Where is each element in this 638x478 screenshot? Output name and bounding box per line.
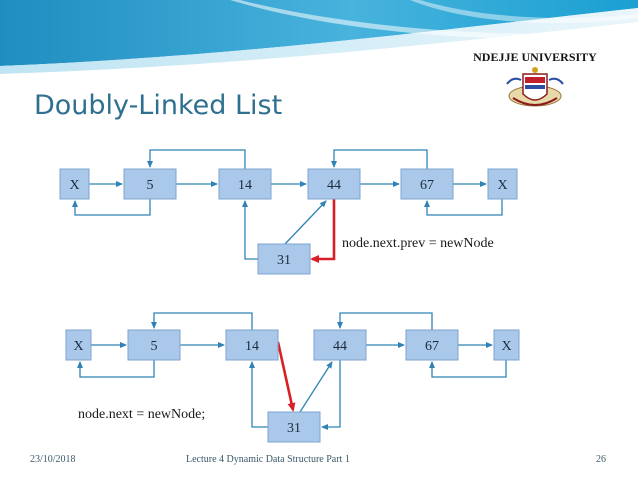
bottom-node-4-box: [313, 329, 367, 361]
bottom-caption: node.next = newNode;: [78, 407, 205, 422]
bottom-link-14-next-new-highlight: [276, 341, 296, 412]
bottom-node-4-label: 44: [333, 339, 347, 354]
top-node-4-box: [307, 168, 361, 200]
footer-page-number: 26: [596, 454, 606, 465]
top-node-5-box: [400, 168, 454, 200]
top-node-6-label: X: [497, 178, 507, 193]
bottom-node-5-label: 67: [425, 339, 439, 354]
bottom-new-node-box: [267, 411, 321, 443]
bottom-new-node: 31: [267, 411, 321, 443]
bottom-link-14-prev-5: [151, 312, 253, 330]
slide-title: Doubly-Linked List: [34, 90, 283, 121]
top-node-3-box: [218, 168, 272, 200]
top-node-6-box: [487, 168, 518, 200]
bottom-new-node-label: 31: [287, 421, 301, 436]
bottom-node-2: 5: [127, 329, 181, 361]
top-link-5-prev-x: [72, 199, 151, 216]
bottom-node-2-label: 5: [151, 339, 158, 354]
top-link-44-prev-new-highlight: [310, 199, 336, 263]
top-node-2-label: 5: [147, 178, 154, 193]
top-new-node-label: 31: [277, 253, 291, 268]
top-node-6: X: [487, 168, 518, 200]
top-node-3-label: 14: [238, 178, 252, 193]
crest-icon: [506, 67, 564, 107]
top-node-2-box: [123, 168, 177, 200]
footer-lecture: Lecture 4 Dynamic Data Structure Part 1: [186, 454, 350, 465]
top-link-new-prev-14: [242, 200, 258, 260]
bottom-link-new-next-44: [299, 361, 333, 413]
top-node-3: 14: [218, 168, 272, 200]
top-node-1-label: X: [69, 178, 79, 193]
bottom-node-5-box: [405, 329, 459, 361]
bottom-node-6-box: [493, 329, 520, 361]
logo-wordmark: NDEJJE UNIVERSITY: [473, 50, 597, 64]
bottom-link-44-prev-new: [321, 360, 341, 430]
top-node-4-label: 44: [327, 178, 341, 193]
top-caption: node.next.prev = newNode: [342, 236, 494, 251]
bottom-node-4: 44: [313, 329, 367, 361]
top-node-1: X: [59, 168, 90, 200]
top-new-node-box: [257, 243, 311, 275]
top-new-node: 31: [257, 243, 311, 275]
top-link-14-prev-5: [147, 149, 246, 169]
top-link-new-next-44: [284, 200, 327, 245]
bottom-node-2-box: [127, 329, 181, 361]
bottom-link-new-prev-14: [249, 361, 268, 428]
bottom-node-1-label: X: [73, 339, 83, 354]
bottom-node-6: X: [493, 329, 520, 361]
top-node-4: 44: [307, 168, 361, 200]
top-node-2: 5: [123, 168, 177, 200]
bottom-link-67-prev-44: [337, 312, 433, 330]
university-logo: NDEJJE UNIVERSITY: [461, 46, 609, 122]
bottom-node-3-label: 14: [245, 339, 259, 354]
bottom-node-1: X: [65, 329, 92, 361]
bottom-node-3-box: [225, 329, 279, 361]
top-link-x-prev-67: [424, 199, 503, 216]
top-node-5: 67: [400, 168, 454, 200]
bottom-node-1-box: [65, 329, 92, 361]
header-swoosh: [0, 0, 638, 74]
footer-date: 23/10/2018: [30, 454, 76, 465]
bottom-link-5-prev-x: [77, 360, 155, 378]
top-node-5-label: 67: [420, 178, 434, 193]
top-node-1-box: [59, 168, 90, 200]
top-link-67-prev-44: [331, 149, 428, 169]
bottom-node-6-label: X: [501, 339, 511, 354]
bottom-node-5: 67: [405, 329, 459, 361]
bottom-node-3: 14: [225, 329, 279, 361]
diagram-links: [72, 149, 507, 430]
bottom-link-x-prev-67: [429, 360, 507, 378]
